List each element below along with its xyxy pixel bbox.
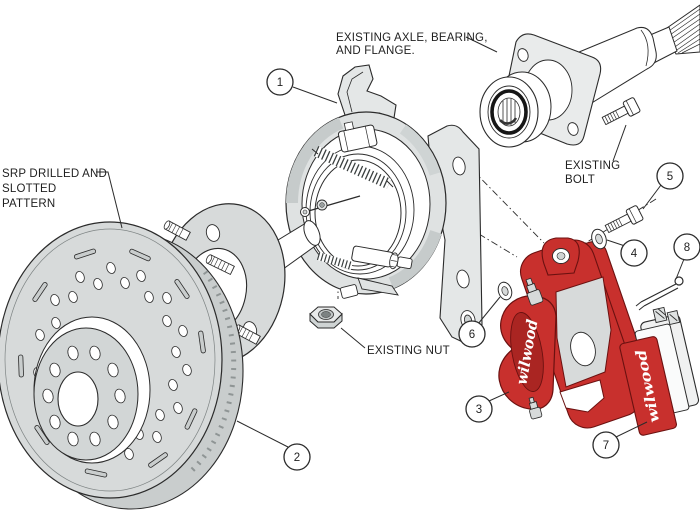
pad-window-hole — [570, 331, 596, 367]
wheel-cylinder — [337, 121, 378, 153]
label-existing-nut: EXISTING NUT — [367, 345, 450, 357]
svg-text:8: 8 — [684, 242, 690, 254]
callout-7: 7 — [592, 431, 620, 459]
callout-3: 3 — [465, 395, 493, 423]
caliper-logo-oval — [510, 312, 544, 392]
pad-clip-tabs — [652, 306, 681, 326]
callouts: 1 2 3 4 5 6 7 8 — [266, 68, 700, 471]
rotor-slots — [18, 248, 206, 478]
backing-plate-opening — [314, 159, 402, 267]
caliper-bridge-gap — [559, 379, 605, 413]
existing-nut — [309, 306, 343, 329]
parking-brake-backing-plate-assembly — [285, 64, 483, 346]
mount-bolt-part5 — [604, 205, 644, 234]
svg-text:4: 4 — [631, 248, 638, 260]
bearing-spline-hatch — [502, 98, 516, 126]
adjuster-assembly — [316, 245, 413, 299]
callout-2: 2 — [283, 443, 311, 471]
rotor-center-bore — [57, 371, 99, 427]
svg-text:6: 6 — [469, 329, 475, 341]
brake-pads: wilwood — [619, 306, 700, 436]
callout-1: 1 — [266, 68, 294, 96]
callout-6: 6 — [458, 320, 486, 348]
leader-lines — [96, 36, 685, 448]
srp-drilled-slotted-rotor — [0, 221, 244, 510]
cotter-pin-part8 — [635, 276, 684, 311]
return-spring — [311, 145, 394, 190]
label-srp-line3: PATTERN — [2, 198, 55, 210]
callout-4: 4 — [620, 239, 648, 267]
callout-8: 8 — [673, 233, 700, 261]
bleed-screw-bottom — [528, 396, 543, 420]
svg-text:7: 7 — [603, 440, 609, 452]
label-existing-axle-line1: EXISTING AXLE, BEARING, — [336, 32, 488, 44]
spline-lines — [665, 8, 700, 54]
caliper-center-window — [555, 276, 612, 388]
washer-part6 — [497, 281, 513, 301]
label-srp-line2: SLOTTED — [2, 183, 56, 195]
callout-5: 5 — [656, 162, 684, 190]
existing-axle-bearing-flange — [479, 4, 700, 148]
rotor-vane-ticks — [186, 270, 237, 476]
washer-part4 — [591, 228, 607, 250]
label-srp-line1: SRP DRILLED AND — [2, 168, 107, 180]
bleed-screw-top — [525, 277, 544, 306]
svg-text:5: 5 — [667, 171, 673, 183]
svg-text:3: 3 — [476, 404, 482, 416]
rotor-hat-bolt-holes — [42, 345, 126, 447]
pad-outer-plate — [619, 336, 677, 436]
axle-bearing — [479, 71, 552, 148]
label-existing-bolt-line2: BOLT — [565, 174, 595, 186]
label-existing-bolt-line1: EXISTING — [565, 160, 620, 172]
existing-bolt — [601, 97, 641, 126]
label-existing-axle-line2: AND FLANGE. — [336, 45, 415, 57]
svg-text:2: 2 — [294, 452, 300, 464]
svg-text:1: 1 — [277, 77, 283, 89]
text-labels: EXISTING AXLE, BEARING, AND FLANGE. SRP … — [2, 32, 620, 357]
hold-down-pin — [300, 195, 361, 217]
bearing-seal-ring — [490, 89, 528, 135]
parking-lever — [357, 277, 399, 296]
